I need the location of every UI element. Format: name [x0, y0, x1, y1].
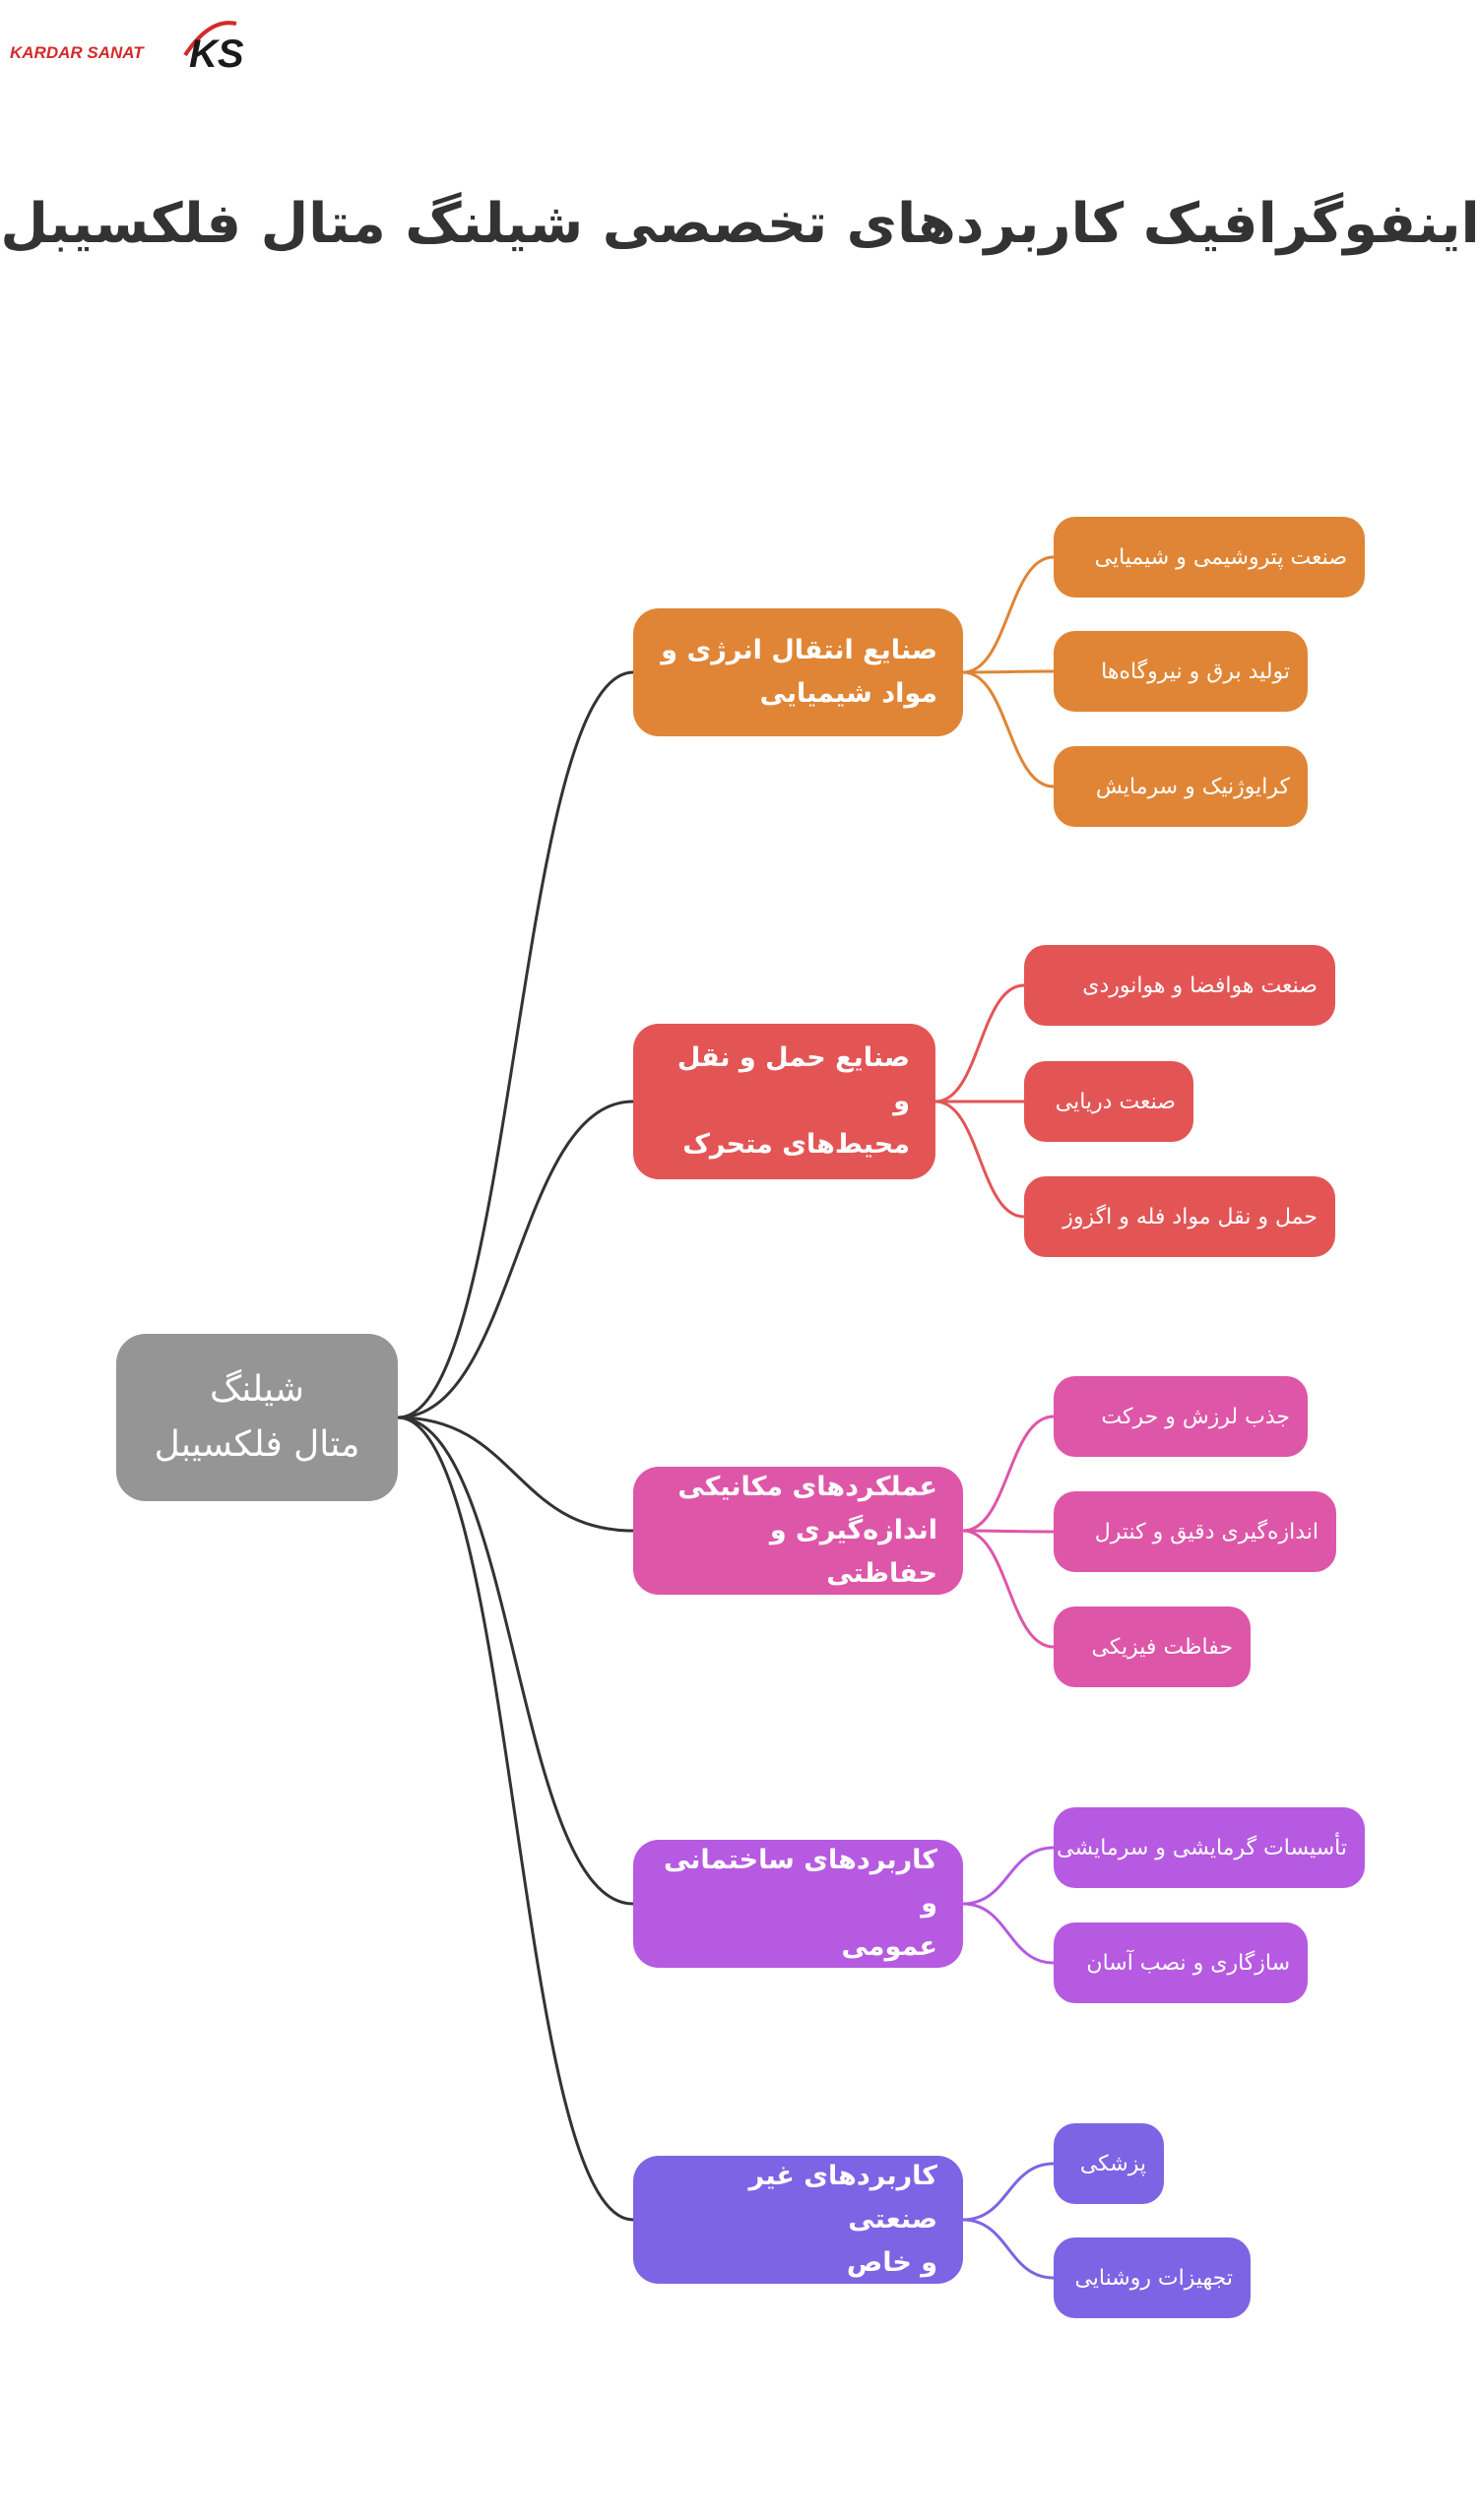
- leaf-node: صنعت هوافضا و هوانوردی: [1024, 945, 1335, 1026]
- leaf-connector-4-1: [962, 1846, 1055, 1906]
- leaf-connector-3-1: [962, 1415, 1055, 1533]
- leaf-label: تجهیزات روشنایی: [1074, 2265, 1233, 2291]
- leaf-connector-1-1: [962, 555, 1055, 674]
- leaf-connector-2-3: [934, 1100, 1025, 1219]
- leaf-label: صنعت هوافضا و هوانوردی: [1082, 973, 1318, 998]
- category-node-4: کاربردهای ساختمانی و عمومی: [633, 1840, 963, 1968]
- leaf-node: تأسیسات گرمایشی و سرمایشی: [1054, 1807, 1365, 1888]
- category-label: صنایع حمل و نقل و محیط‌های متحرک: [676, 1042, 910, 1160]
- category-node-2: صنایع حمل و نقل و محیط‌های متحرک: [633, 1024, 935, 1179]
- category-label: صنایع انتقال انرژی و مواد شیمیایی: [661, 635, 937, 709]
- leaf-node: صنعت دریایی: [1024, 1061, 1193, 1142]
- leaf-connector-4-2: [962, 1902, 1055, 1965]
- category-node-3: عملکردهای مکانیکی اندازه‌گیری و حفاظتی: [633, 1467, 963, 1595]
- leaf-connector-1-3: [962, 670, 1055, 788]
- leaf-node: تجهیزات روشنایی: [1054, 2237, 1251, 2318]
- category-label: عملکردهای مکانیکی اندازه‌گیری و حفاظتی: [677, 1472, 937, 1589]
- leaf-node: صنعت پتروشیمی و شیمیایی: [1054, 517, 1365, 598]
- root-node: شیلنگ متال فلکسیبل: [116, 1334, 398, 1501]
- leaf-label: سازگاری و نصب آسان: [1086, 1950, 1290, 1976]
- leaf-label: صنعت پتروشیمی و شیمیایی: [1094, 544, 1347, 570]
- leaf-node: حفاظت فیزیکی: [1054, 1606, 1251, 1687]
- root-connector-4: [397, 1416, 634, 1906]
- leaf-node: اندازه‌گیری دقیق و کنترل: [1054, 1491, 1336, 1572]
- root-connector-5: [397, 1416, 634, 2222]
- category-node-5: کاربردهای غیر صنعتی و خاص: [633, 2156, 963, 2284]
- leaf-label: حمل و نقل مواد فله و اگزوز: [1062, 1204, 1318, 1229]
- leaf-connector-5-1: [962, 2162, 1055, 2222]
- leaf-node: جذب لرزش و حرکت: [1054, 1376, 1308, 1457]
- leaf-label: پزشکی: [1079, 2151, 1146, 2176]
- leaf-label: تأسیسات گرمایشی و سرمایشی: [1057, 1835, 1347, 1860]
- leaf-label: جذب لرزش و حرکت: [1101, 1404, 1290, 1429]
- root-node-label: شیلنگ متال فلکسیبل: [154, 1369, 360, 1465]
- category-label: کاربردهای ساختمانی و عمومی: [663, 1845, 937, 1962]
- logo-mark: KS: [189, 32, 244, 76]
- root-connector-2: [397, 1100, 634, 1419]
- leaf-connector-3-2: [962, 1529, 1055, 1534]
- leaf-connector-1-2: [962, 669, 1055, 674]
- leaf-node: حمل و نقل مواد فله و اگزوز: [1024, 1176, 1335, 1257]
- leaf-label: تولید برق و نیروگاه‌ها: [1101, 659, 1290, 684]
- category-node-1: صنایع انتقال انرژی و مواد شیمیایی: [633, 608, 963, 736]
- kardar-sanat-logo: KARDAR SANAT KS: [10, 21, 244, 76]
- logo-swoosh: [183, 21, 237, 57]
- leaf-label: صنعت دریایی: [1055, 1089, 1176, 1114]
- category-label: کاربردهای غیر صنعتی و خاص: [748, 2161, 937, 2278]
- root-connector-1: [397, 670, 634, 1419]
- leaf-label: اندازه‌گیری دقیق و کنترل: [1094, 1519, 1319, 1544]
- leaf-node: سازگاری و نصب آسان: [1054, 1922, 1308, 2003]
- leaf-node: پزشکی: [1054, 2123, 1164, 2204]
- leaf-label: کرایوژنیک و سرمایش: [1095, 774, 1290, 799]
- logo-text: KARDAR SANAT: [10, 43, 145, 62]
- root-connector-3: [397, 1416, 634, 1533]
- leaf-connector-2-1: [934, 983, 1025, 1103]
- leaf-node: کرایوژنیک و سرمایش: [1054, 746, 1308, 827]
- leaf-connector-3-3: [962, 1529, 1055, 1649]
- leaf-node: تولید برق و نیروگاه‌ها: [1054, 631, 1308, 712]
- leaf-label: حفاظت فیزیکی: [1091, 1634, 1233, 1660]
- page-title: اینفوگرافیک کاربردهای تخصصی شیلنگ متال ف…: [0, 192, 1480, 256]
- leaf-connector-5-2: [962, 2218, 1055, 2280]
